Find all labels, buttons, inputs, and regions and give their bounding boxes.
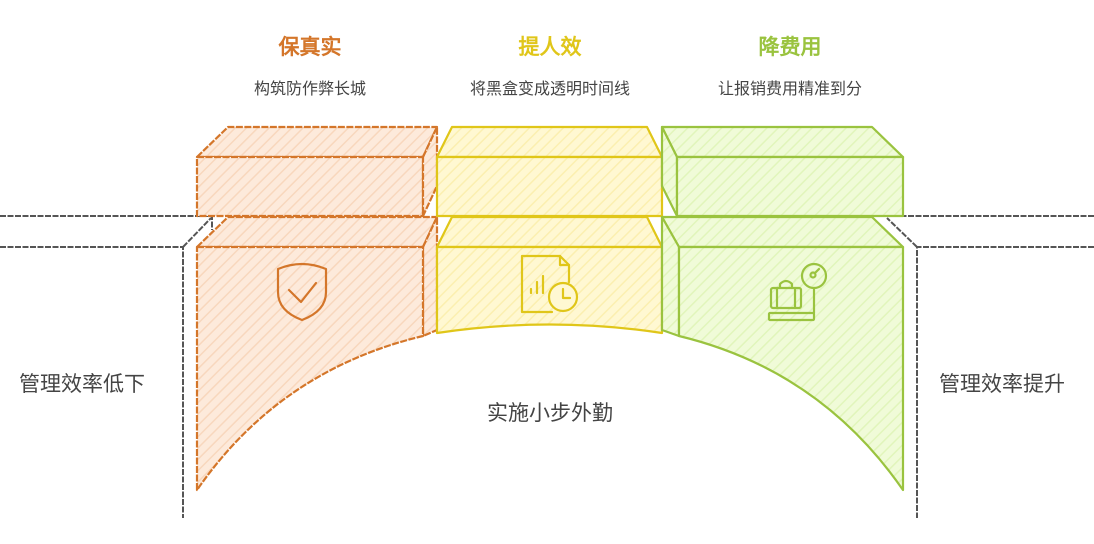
bridge-label: 实施小步外勤 [487,401,613,425]
pillar-subtitle-efficiency: 将黑盒变成透明时间线 [469,79,631,98]
pillar-title-truth: 保真实 [278,35,342,59]
pillar-subtitle-cost: 让报销费用精准到分 [717,79,863,98]
pillar-title-efficiency: 提人效 [518,35,582,59]
orange-pillar [195,125,439,492]
right-bank [886,215,1094,518]
pillar-title-cost: 降费用 [758,35,822,59]
green-pillar [660,125,905,492]
left-bank [0,215,213,518]
shield-check-icon [276,262,328,322]
left-label: 管理效率低下 [19,372,145,396]
right-label: 管理效率提升 [939,372,1065,396]
yellow-pillar [435,125,664,335]
luggage-scale-icon [767,262,828,322]
pillar-subtitle-truth: 构筑防作弊长城 [253,79,367,98]
document-chart-clock-icon [520,254,579,314]
